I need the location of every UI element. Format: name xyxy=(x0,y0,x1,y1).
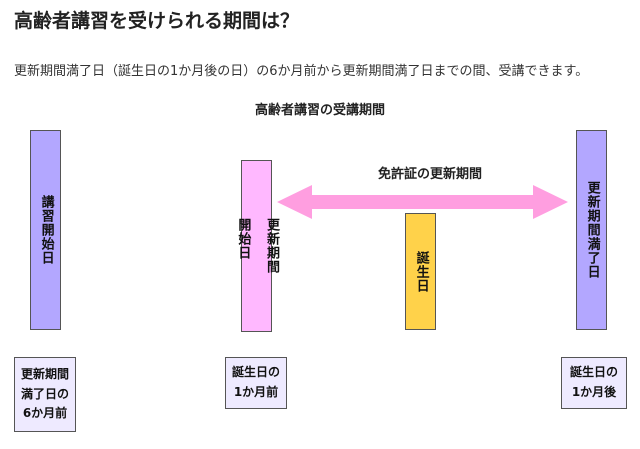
box-line: 誕生日の xyxy=(231,365,280,380)
course-start-bar: 講習開始日 xyxy=(30,130,61,330)
renewal-start-label: 更新期間 開始日 xyxy=(235,218,279,274)
box-line: 誕生日の xyxy=(569,365,618,380)
license-period-arrow xyxy=(277,185,568,219)
one-month-before-box: 誕生日の 1か月前 xyxy=(225,357,287,409)
license-period-title: 免許証の更新期間 xyxy=(377,167,482,182)
course-start-label: 講習開始日 xyxy=(38,195,54,265)
renewal-start-bar: 更新期間 開始日 xyxy=(235,160,279,332)
renewal-end-label: 更新期間満了日 xyxy=(584,181,600,279)
box-line: 1か月前 xyxy=(233,385,279,399)
birthday-label: 誕生日 xyxy=(413,250,429,293)
renewal-end-bar: 更新期間満了日 xyxy=(576,130,607,330)
birthday-bar: 誕生日 xyxy=(405,213,436,330)
box-line: 1か月後 xyxy=(571,385,617,399)
box-line: 6か月前 xyxy=(22,406,68,421)
box-line: 更新期間 xyxy=(20,366,69,381)
course-period-title: 高齢者講習の受講期間 xyxy=(254,103,385,118)
six-months-before-box: 更新期間 満了日の 6か月前 xyxy=(14,357,76,432)
one-month-after-box: 誕生日の 1か月後 xyxy=(561,357,627,409)
box-line: 満了日の xyxy=(20,386,69,401)
page-title: 高齢者講習を受けられる期間は？ xyxy=(14,10,300,32)
page-description: 更新期間満了日（誕生日の1か月後の日）の6か月前から更新期間満了日までの間、受講… xyxy=(14,64,589,79)
